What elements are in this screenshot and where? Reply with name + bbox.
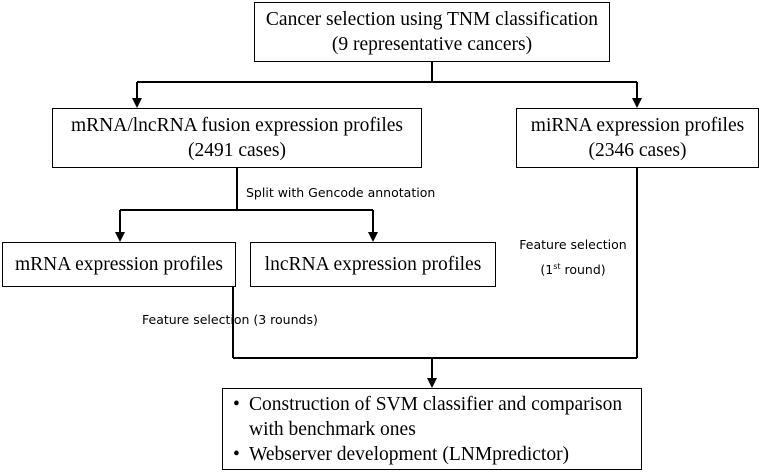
final-bullet-1-line2: with benchmark ones — [249, 418, 416, 440]
mirna-profiles-box: miRNA expression profiles (2346 cases) — [516, 108, 759, 168]
final-bullet-2: • Webserver development (LNMpredictor) — [233, 442, 569, 467]
cancer-selection-subtitle: (9 representative cancers) — [331, 34, 533, 55]
mrna-profiles-box: mRNA expression profiles — [2, 242, 236, 287]
cancer-selection-title: Cancer selection using TNM classificatio… — [265, 9, 599, 30]
bullet-icon: • — [233, 443, 240, 465]
bullet-icon: • — [233, 393, 240, 415]
mirna-profiles-title: miRNA expression profiles — [530, 115, 745, 136]
feature-selection-1-label: Feature selection (1st round) — [513, 236, 633, 279]
fusion-profiles-count: (2491 cases) — [187, 140, 286, 161]
final-steps-box: • Construction of SVM classifier and com… — [222, 388, 642, 470]
lncrna-profiles-box: lncRNA expression profiles — [250, 242, 496, 287]
mirna-profiles-count: (2346 cases) — [588, 140, 687, 161]
fusion-profiles-title: mRNA/lncRNA fusion expression profiles — [70, 115, 403, 136]
final-bullet-1-line1: Construction of SVM classifier and compa… — [249, 393, 623, 415]
split-label: Split with Gencode annotation — [246, 185, 436, 200]
cancer-selection-box: Cancer selection using TNM classificatio… — [254, 2, 610, 62]
final-bullet-1: • Construction of SVM classifier and com… — [233, 392, 622, 417]
lncrna-profiles-title: lncRNA expression profiles — [264, 254, 482, 275]
final-bullet-2-text: Webserver development (LNMpredictor) — [249, 443, 570, 465]
feature-selection-1-line2: (1st round) — [540, 262, 606, 278]
mrna-profiles-title: mRNA expression profiles — [15, 254, 223, 275]
feature-selection-1-line1: Feature selection — [519, 237, 627, 252]
fusion-profiles-box: mRNA/lncRNA fusion expression profiles (… — [52, 108, 422, 168]
feature-selection-3-label: Feature selection (3 rounds) — [142, 312, 318, 327]
